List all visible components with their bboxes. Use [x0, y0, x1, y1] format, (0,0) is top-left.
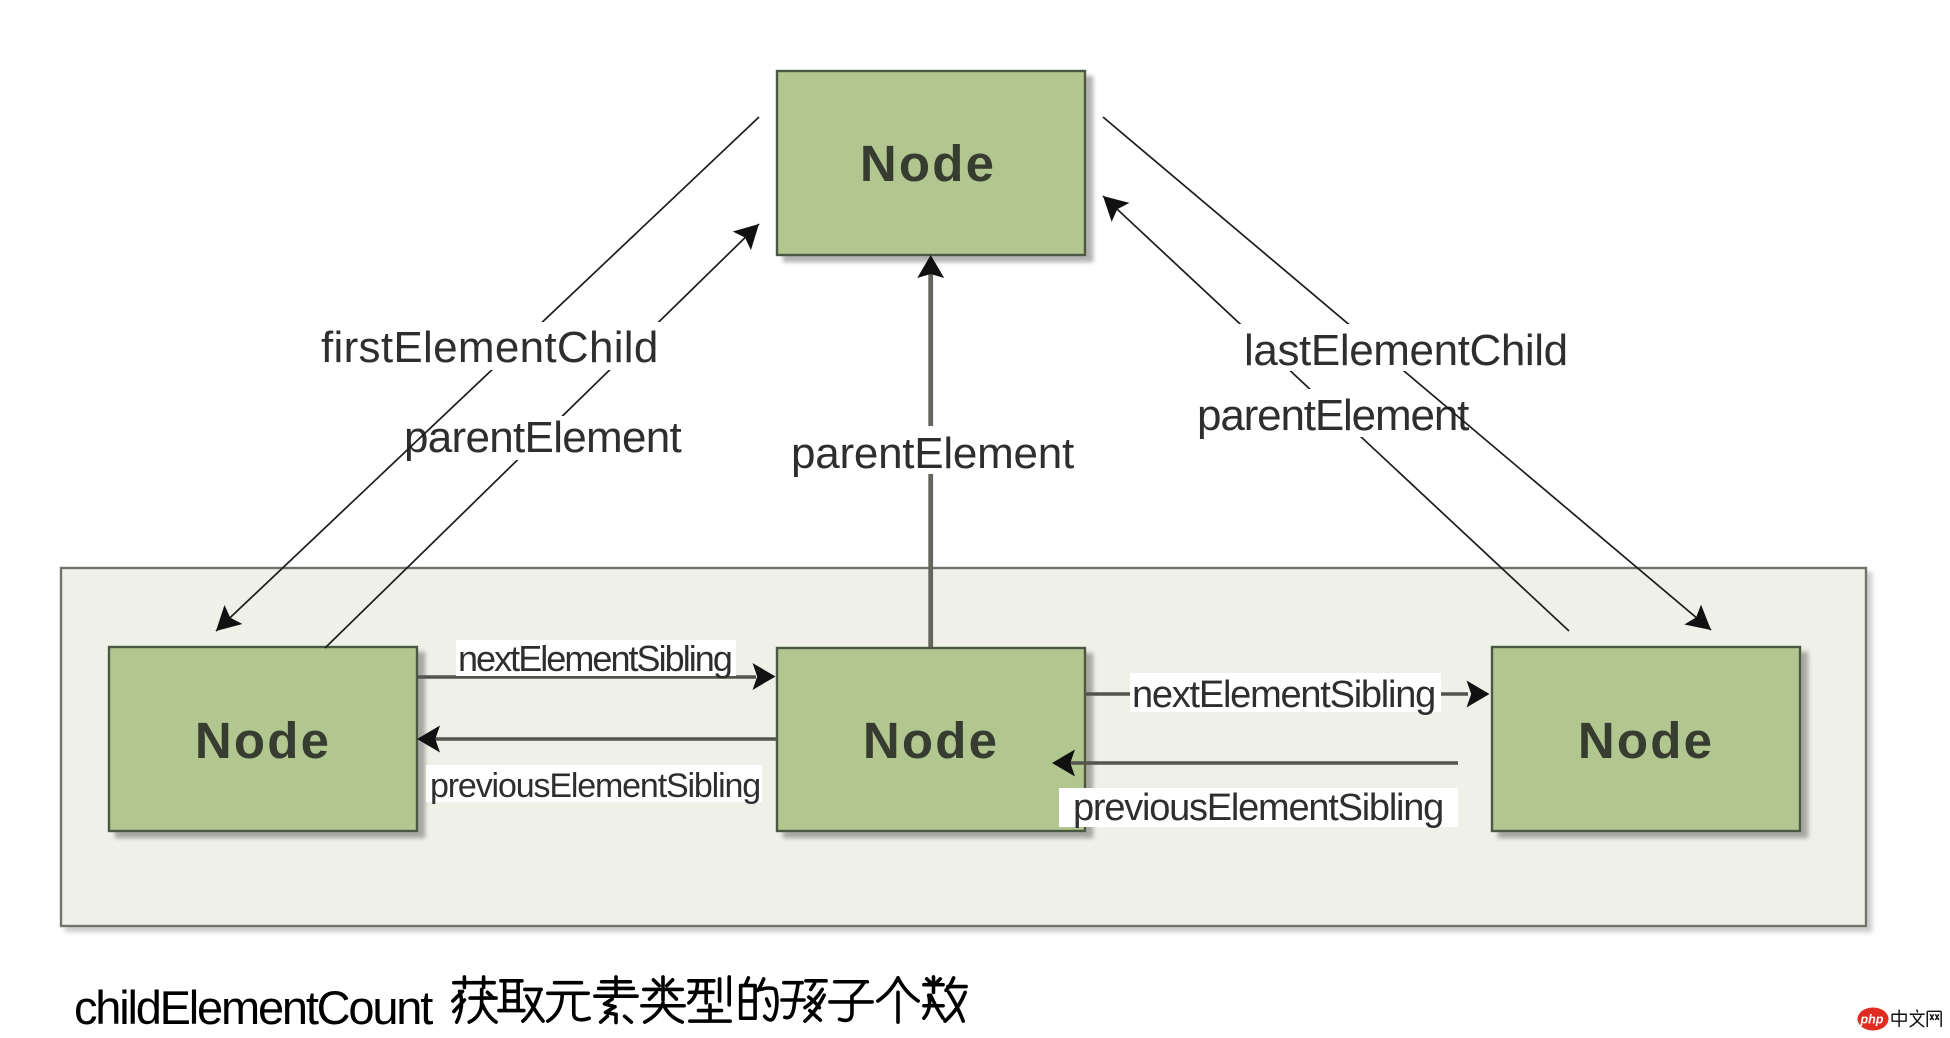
svg-text:parentElement: parentElement — [791, 429, 1074, 478]
svg-text:nextElementSibling: nextElementSibling — [1132, 674, 1435, 716]
svg-text:Node: Node — [860, 135, 996, 192]
svg-text:Node: Node — [195, 712, 331, 769]
svg-text:Node: Node — [1578, 712, 1714, 769]
svg-text:parentElement: parentElement — [404, 413, 682, 462]
svg-text:previousElementSibling: previousElementSibling — [1073, 787, 1443, 829]
svg-text:previousElementSibling: previousElementSibling — [430, 767, 760, 805]
svg-text:Node: Node — [863, 712, 999, 769]
svg-text:parentElement: parentElement — [1197, 391, 1469, 440]
svg-text:lastElementChild: lastElementChild — [1244, 326, 1568, 375]
svg-text:childElementCount: childElementCount — [74, 981, 433, 1034]
svg-text:firstElementChild: firstElementChild — [321, 323, 659, 372]
svg-text:nextElementSibling: nextElementSibling — [458, 638, 731, 679]
svg-text:php: php — [1860, 1013, 1884, 1027]
